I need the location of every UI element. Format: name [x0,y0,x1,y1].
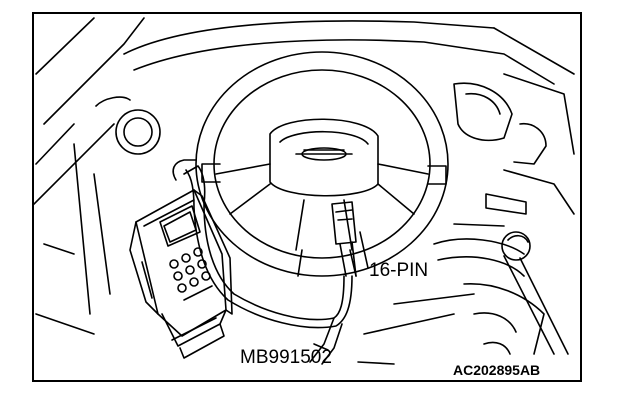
connector-leader-line [359,231,369,269]
scan-tool-mb991502 [129,189,233,359]
figure-id-label: AC202895AB [453,362,541,378]
tester-leader-line [357,361,395,365]
left-air-vent [95,96,161,155]
dashboard-top [123,20,575,85]
gear-shift [501,231,569,355]
right-dashboard [453,73,575,227]
sixteen-pin-connector [331,201,357,277]
center-console [363,238,545,355]
figure-frame: 16-PIN MB991502 AC202895AB [32,12,582,382]
connector-label: 16-PIN [369,260,429,281]
lower-left-panel [35,143,111,335]
dashboard-illustration [34,17,575,365]
tester-part-number-label: MB991502 [240,347,332,368]
a-pillar [34,17,145,205]
steering-wheel [195,51,449,277]
